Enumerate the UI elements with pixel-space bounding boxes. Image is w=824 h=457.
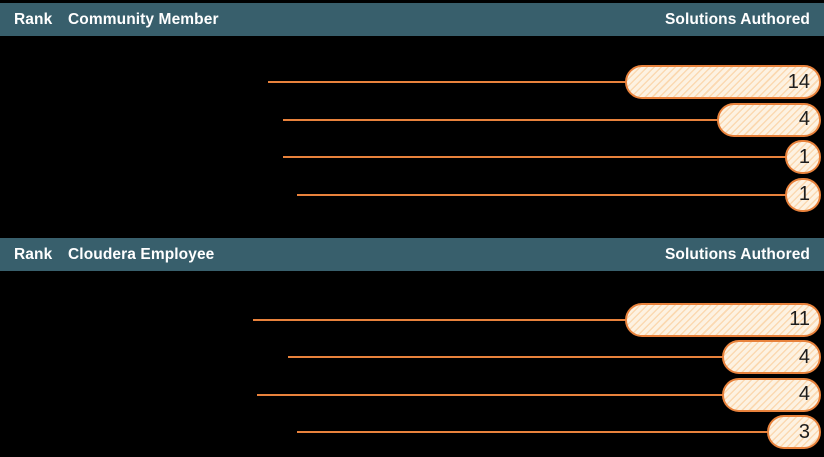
member-column-header: Cloudera Employee	[68, 245, 215, 263]
solution-count-badge: 1	[785, 177, 821, 212]
solution-count-bar-line	[268, 81, 629, 83]
solution-count-bar-line	[288, 356, 726, 358]
solution-count-badge: 3	[767, 415, 821, 449]
solution-count-bar-line	[283, 118, 721, 121]
solution-count-value: 1	[798, 145, 810, 168]
metric-column-header: Solutions Authored	[664, 245, 810, 263]
solution-count-value: 11	[789, 308, 810, 330]
solution-count-badge: 4	[722, 377, 821, 412]
solution-count-badge: 4	[722, 340, 821, 374]
solution-count-value: 4	[798, 383, 810, 405]
solution-count-value: 3	[798, 420, 810, 443]
rank-column-header: Rank	[14, 10, 53, 28]
solution-count-value: 4	[798, 108, 810, 130]
solution-count-bar-line	[283, 156, 789, 158]
solution-count-value: 14	[787, 70, 810, 93]
community-member-table-header: Rank Community Member Solutions Authored	[0, 3, 824, 36]
solution-count-value: 1	[798, 183, 810, 205]
rank-column-header: Rank	[14, 245, 53, 263]
member-column-header: Community Member	[68, 10, 219, 28]
solution-count-badge: 14	[625, 65, 821, 99]
solution-count-badge: 4	[717, 102, 821, 137]
cloudera-employee-table-header: Rank Cloudera Employee Solutions Authore…	[0, 238, 824, 271]
solution-count-bar-line	[253, 318, 629, 321]
metric-column-header: Solutions Authored	[664, 10, 810, 28]
solution-count-bar-line	[297, 431, 771, 433]
solution-count-bar-line	[257, 393, 726, 396]
solution-count-value: 4	[798, 345, 810, 368]
solution-count-bar-line	[297, 193, 789, 196]
solution-count-badge: 1	[785, 140, 821, 174]
solution-count-badge: 11	[625, 302, 821, 337]
